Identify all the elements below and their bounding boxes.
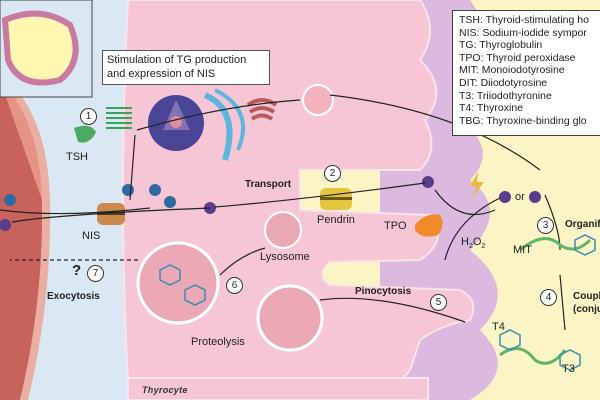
legend-item: NIS: Sodium-iodide sympor	[459, 26, 587, 39]
tg-stimulation-callout: Stimulation of TG production and express…	[102, 50, 270, 85]
legend-item: MIT: Monoiodotyrosine	[459, 64, 565, 77]
h2o2-o: O	[472, 236, 482, 248]
transport-label: Transport	[245, 179, 292, 190]
endothelium	[0, 80, 51, 400]
neighbor-cell	[127, 377, 429, 400]
h2o2-sub: 2	[468, 243, 473, 251]
tpo-enzyme	[415, 214, 443, 237]
h2o2-h: H	[461, 236, 469, 248]
pinocytosis-label: Pinocytosis	[355, 286, 412, 297]
legend-item: T4: Thyroxine	[459, 102, 523, 115]
pendrin-label: Pendrin	[317, 214, 355, 226]
step-4-marker: 4	[540, 289, 557, 306]
proteolysis-vesicle	[136, 241, 220, 325]
legend-item: T3: Triiodothyronine	[459, 89, 552, 102]
thyroglobulin-chain	[519, 237, 592, 252]
question-mark: ?	[72, 262, 82, 279]
h2o2-label: H2O2	[461, 236, 486, 251]
legend-item: DIT: Diiodotyrosine	[459, 76, 548, 89]
tsh-molecule	[74, 125, 96, 143]
mit-label: MIT	[513, 244, 532, 256]
pinocytosis-vesicle	[256, 284, 324, 352]
tpo-label: TPO	[384, 220, 407, 232]
step-3-marker: 3	[537, 217, 554, 234]
step-2-marker: 2	[324, 165, 341, 182]
organification-label: Organifi	[565, 219, 600, 230]
legend-item: TG: Thyroglobulin	[459, 39, 543, 52]
inset-follicle	[1, 10, 79, 86]
nis-label: NIS	[82, 230, 101, 242]
legend-item: TSH: Thyroid-stimulating ho	[459, 14, 589, 26]
abbreviation-legend: TSH: Thyroid-stimulating ho NIS: Sodium-…	[452, 10, 600, 136]
callout-line: and expression of NIS	[107, 68, 216, 80]
lightning-icon	[470, 172, 484, 198]
conjugation-label: (conju	[573, 304, 600, 315]
golgi	[246, 98, 278, 121]
callout-line: Stimulation of TG production	[107, 54, 247, 66]
h2o2-sub: 2	[481, 243, 486, 251]
legend-item: TPO: Thyroid peroxidase	[459, 51, 576, 64]
endoplasmic-reticulum	[203, 92, 233, 161]
step-1-marker: 1	[80, 108, 97, 125]
tsh-receptor	[106, 107, 132, 129]
t3-label: T3	[562, 363, 575, 375]
t4-label: T4	[492, 321, 505, 333]
tsh-label: TSH	[66, 151, 88, 163]
lysosome-label: Lysosome	[260, 251, 310, 263]
or-label: or	[515, 191, 525, 203]
exocytosis-label: Exocytosis	[47, 291, 100, 302]
iodotyrosine-structures	[159, 234, 596, 371]
thyrocyte-label: Thyrocyte	[142, 385, 188, 395]
step-7-marker: 7	[87, 265, 104, 282]
step-5-marker: 5	[430, 294, 447, 311]
legend-item: TBG: Thyroxine-binding glo	[459, 114, 587, 127]
step-6-marker: 6	[226, 277, 243, 294]
proteolysis-label: Proteolysis	[191, 336, 245, 348]
secretory-vesicle	[302, 84, 334, 116]
coupling-label: Coupl	[573, 291, 600, 302]
lysosome	[264, 211, 302, 249]
